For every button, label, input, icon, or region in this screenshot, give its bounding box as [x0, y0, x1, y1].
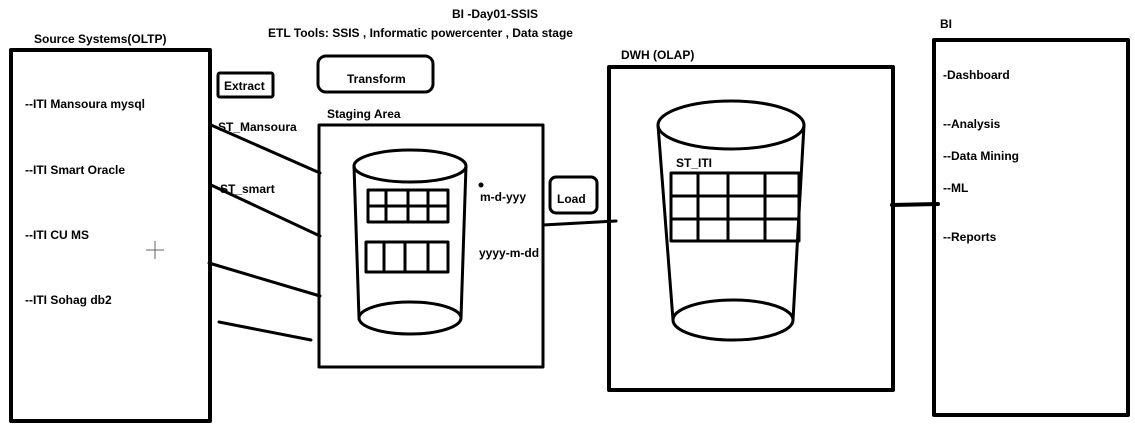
transform-box [316, 54, 435, 94]
staging-cylinder [352, 148, 484, 336]
crosshair-cursor-icon [146, 241, 164, 259]
staging-table-label: ST_smart [220, 182, 275, 196]
date-format-label: m-d-yyy [480, 190, 527, 204]
transform-label: Transform [347, 72, 406, 86]
bi-item: --ML [943, 181, 969, 195]
bi-item: --Data Mining [943, 149, 1019, 163]
staging-area-box [317, 123, 545, 369]
bi-connector-line [890, 202, 940, 207]
bi-title: BI [940, 17, 952, 31]
staging-area-title: Staging Area [327, 107, 401, 121]
source-item: --ITI CU MS [25, 228, 89, 242]
load-line [541, 219, 618, 227]
load-label: Load [557, 192, 586, 206]
source-item: --ITI Smart Oracle [25, 163, 126, 177]
extract-lines [207, 123, 322, 342]
bi-item: --Analysis [943, 117, 1001, 131]
source-systems-box [9, 48, 212, 423]
dwh-cylinder [656, 99, 806, 342]
dwh-box [607, 65, 895, 392]
dwh-title: DWH (OLAP) [621, 48, 695, 62]
extract-box [216, 71, 275, 99]
date-format-label: yyyy-m-dd [479, 246, 540, 260]
extract-label: Extract [224, 79, 265, 93]
source-item: --ITI Sohag db2 [25, 293, 112, 307]
bi-item: --Reports [943, 230, 997, 244]
bi-item: -Dashboard [943, 68, 1010, 82]
bi-box [932, 38, 1130, 417]
page-title: BI -Day01-SSIS [452, 7, 539, 21]
source-systems-title: Source Systems(OLTP) [34, 32, 167, 46]
etl-tools-label: ETL Tools: SSIS , Informatic powercenter… [268, 26, 573, 40]
dwh-table-label: ST_ITI [676, 156, 713, 170]
load-box [548, 175, 599, 215]
staging-table-label: ST_Mansoura [218, 120, 297, 134]
source-item: --ITI Mansoura mysql [25, 97, 146, 111]
